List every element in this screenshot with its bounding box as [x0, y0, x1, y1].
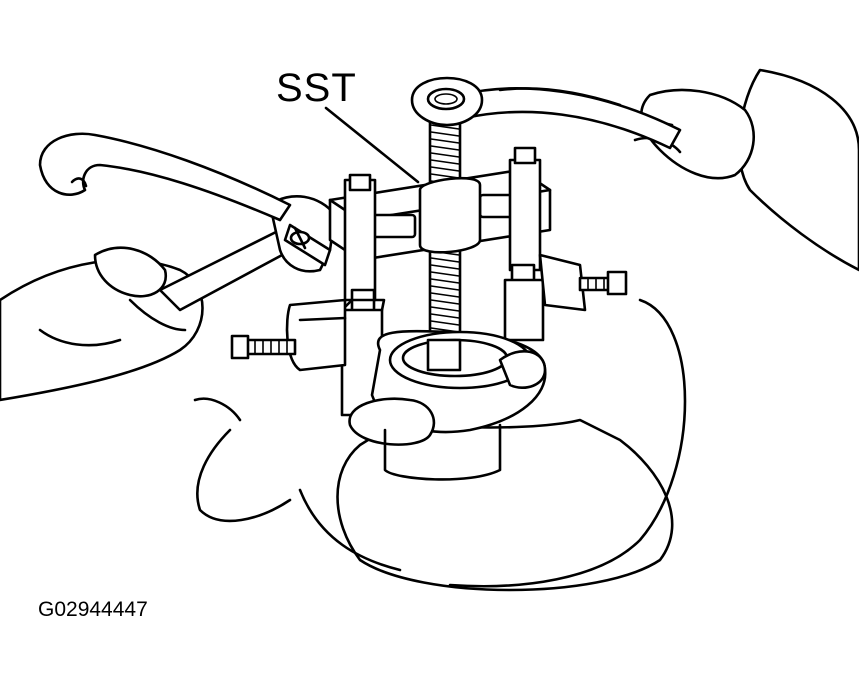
left-arm: [0, 246, 204, 402]
adjustable-wrench: [158, 195, 337, 312]
clamp-left: [230, 298, 347, 372]
puller-yoke: [328, 168, 552, 262]
right-arm: [633, 68, 859, 272]
puller-leg-right: [503, 146, 545, 342]
figure-code: G02944447: [38, 598, 148, 621]
steering-knuckle: [193, 298, 687, 592]
ratchet-handle: [458, 87, 682, 150]
screw-head-socket: [410, 76, 484, 127]
clamp-right: [538, 253, 628, 312]
callout-leader-line: [324, 106, 420, 184]
hub-flange: [348, 329, 547, 481]
callout-label: SST: [276, 66, 357, 110]
breaker-bar-left: [38, 132, 292, 222]
